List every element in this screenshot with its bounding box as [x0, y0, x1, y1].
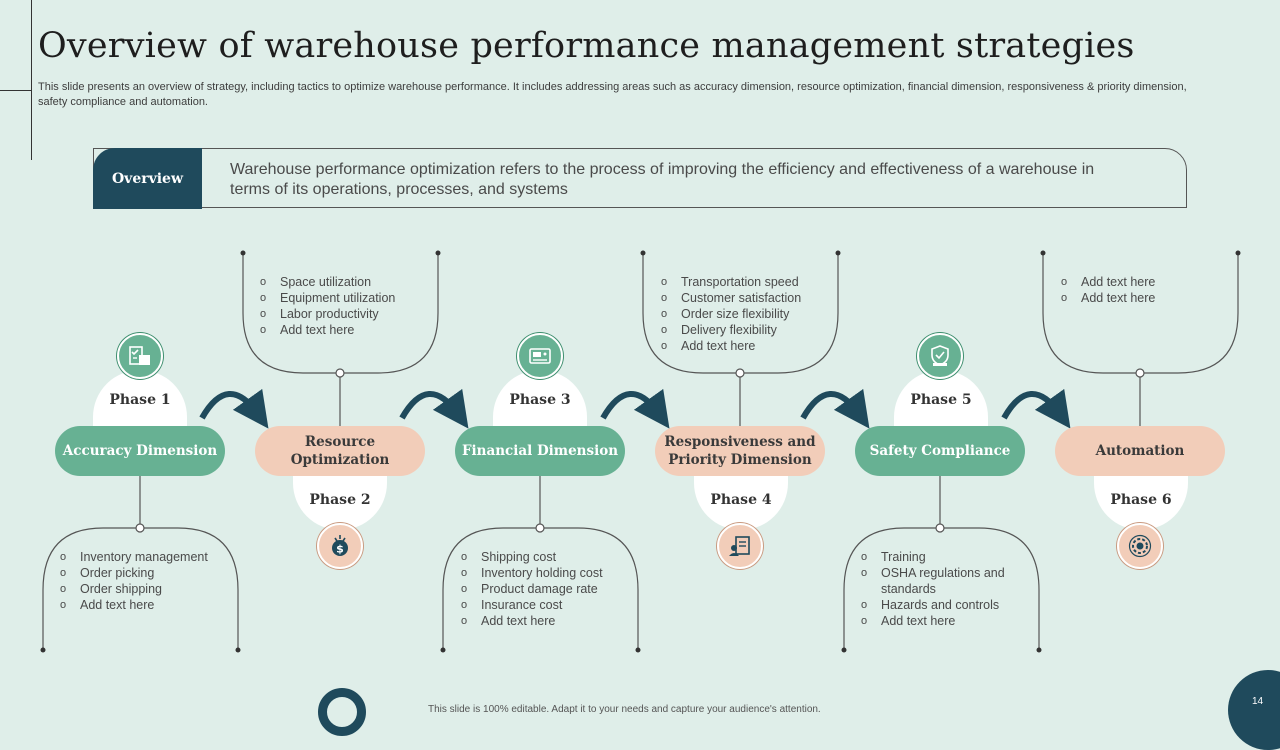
arrow-1-2 [199, 388, 269, 429]
decorative-horizontal-line [0, 90, 32, 91]
shield-badge-icon [917, 333, 963, 379]
phase-3-bullets: Shipping cost Inventory holding cost Pro… [461, 549, 631, 629]
overview-text: Warehouse performance optimization refer… [230, 161, 1095, 198]
list-item: Add text here [260, 322, 430, 338]
decorative-vertical-line [31, 0, 32, 160]
list-item: Labor productivity [260, 306, 430, 322]
payment-terminal-icon [517, 333, 563, 379]
list-item: Add text here [861, 613, 1021, 629]
phase-1-bullets: Inventory management Order picking Order… [60, 549, 230, 613]
list-item: Inventory management [60, 549, 230, 565]
list-item: Customer satisfaction [661, 290, 831, 306]
connector-lines [40, 250, 1241, 653]
automation-gear-icon [1117, 523, 1163, 569]
phase-4-pill: Responsiveness and Priority Dimension [655, 426, 825, 476]
list-item: Product damage rate [461, 581, 631, 597]
phase-3-pill: Financial Dimension [455, 426, 625, 476]
phase-6-pill: Automation [1055, 426, 1225, 476]
list-item: Shipping cost [461, 549, 631, 565]
phase-2-bullets: Space utilization Equipment utilization … [260, 274, 430, 338]
svg-text:$: $ [336, 543, 344, 556]
overview-label: Overview [93, 148, 202, 209]
list-item: Order size flexibility [661, 306, 831, 322]
footer-note: This slide is 100% editable. Adapt it to… [428, 704, 821, 715]
list-item: Delivery flexibility [661, 322, 831, 338]
phase-4-bullets: Transportation speed Customer satisfacti… [661, 274, 831, 354]
list-item: Equipment utilization [260, 290, 430, 306]
list-item: OSHA regulations and standards [861, 565, 1021, 597]
phase-6-bullets: Add text here Add text here [1061, 274, 1231, 306]
list-item: Add text here [60, 597, 230, 613]
decorative-ring [318, 688, 366, 736]
arrow-5-6 [1001, 388, 1071, 429]
page-title: Overview of warehouse performance manage… [38, 26, 1135, 66]
list-item: Order picking [60, 565, 230, 581]
arrow-2-3 [399, 388, 469, 429]
list-item: Add text here [1061, 290, 1231, 306]
list-item: Insurance cost [461, 597, 631, 613]
list-item: Space utilization [260, 274, 430, 290]
list-item: Transportation speed [661, 274, 831, 290]
clipboard-user-icon [717, 523, 763, 569]
checklist-icon [117, 333, 163, 379]
phase-1-pill: Accuracy Dimension [55, 426, 225, 476]
arrow-4-5 [800, 388, 870, 429]
list-item: Add text here [461, 613, 631, 629]
page-number: 14 [1252, 696, 1264, 707]
list-item: Hazards and controls [861, 597, 1021, 613]
phase-5-bullets: Training OSHA regulations and standards … [861, 549, 1021, 629]
list-item: Inventory holding cost [461, 565, 631, 581]
phase-5-pill: Safety Compliance [855, 426, 1025, 476]
list-item: Order shipping [60, 581, 230, 597]
dollar-gear-icon: $ [317, 523, 363, 569]
list-item: Add text here [661, 338, 831, 354]
phase-6-bracket [1042, 253, 1239, 374]
page-subtitle: This slide presents an overview of strat… [38, 81, 1187, 108]
list-item: Training [861, 549, 1021, 565]
arrow-3-4 [600, 388, 670, 429]
phase-2-pill: Resource Optimization [255, 426, 425, 476]
list-item: Add text here [1061, 274, 1231, 290]
